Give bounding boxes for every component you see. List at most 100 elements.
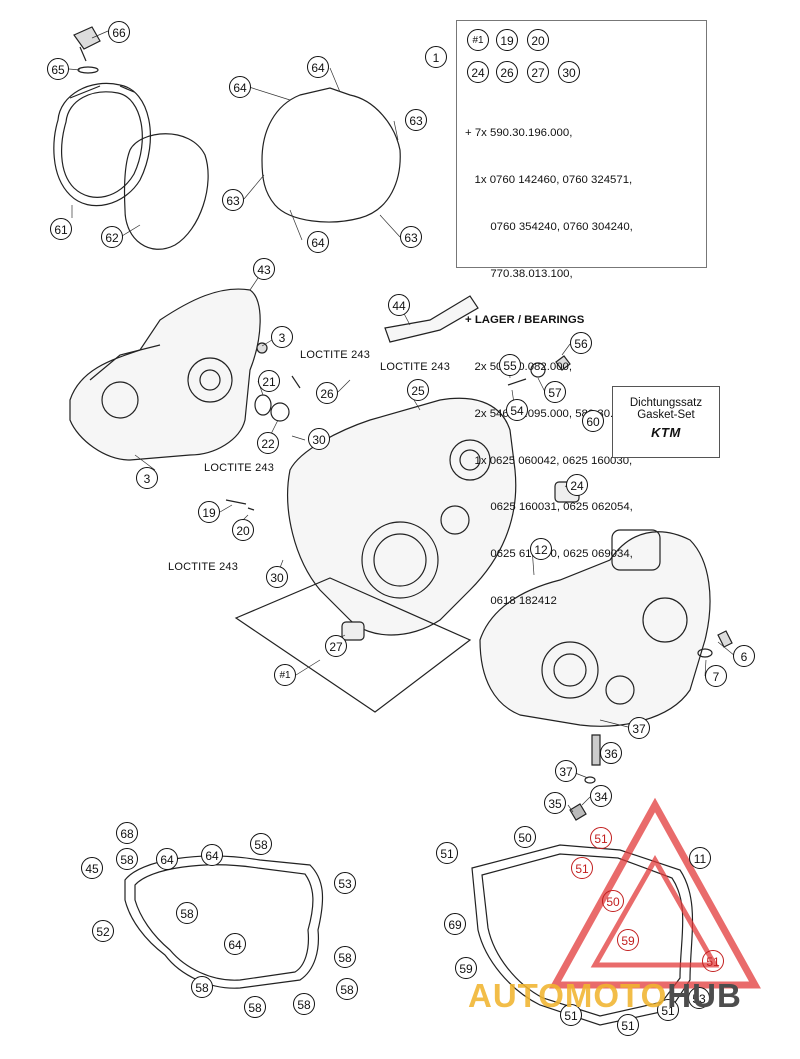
callout-60: 60 bbox=[582, 410, 604, 432]
callout-58: 58 bbox=[334, 946, 356, 968]
callout-57: 57 bbox=[544, 381, 566, 403]
callout-59: 59 bbox=[617, 929, 639, 951]
callout-51: 51 bbox=[657, 999, 679, 1021]
loctite-label: LOCTITE 243 bbox=[300, 349, 371, 361]
callout-27: 27 bbox=[325, 635, 347, 657]
watermark-logo: AUTOMOTOHUB bbox=[468, 977, 742, 1015]
callout-63: 63 bbox=[400, 226, 422, 248]
callout-12: 12 bbox=[530, 538, 552, 560]
kit-part-callout: #1 bbox=[467, 29, 489, 51]
callout-51: 51 bbox=[702, 950, 724, 972]
bearings-heading: + LAGER / BEARINGS bbox=[465, 314, 585, 327]
callout-66: 66 bbox=[108, 21, 130, 43]
ktm-logo: KTM bbox=[651, 425, 681, 440]
callout-22: 22 bbox=[257, 432, 279, 454]
callout-51: 51 bbox=[617, 1014, 639, 1036]
callout-3: 3 bbox=[136, 467, 158, 489]
part-line: 0760 354240, 0760 304240, bbox=[465, 220, 633, 233]
callout-64: 64 bbox=[224, 933, 246, 955]
callout-64: 64 bbox=[307, 231, 329, 253]
callout-37: 37 bbox=[555, 760, 577, 782]
callout-69: 69 bbox=[444, 913, 466, 935]
callout-64: 64 bbox=[229, 76, 251, 98]
callout-30: 30 bbox=[308, 428, 330, 450]
callout-21: 21 bbox=[258, 370, 280, 392]
callout-51: 51 bbox=[560, 1004, 582, 1026]
callout-64: 64 bbox=[307, 56, 329, 78]
part-line: 1x 0625 060042, 0625 160030, bbox=[465, 454, 633, 467]
callout-62: 62 bbox=[101, 226, 123, 248]
callout-26: 26 bbox=[316, 382, 338, 404]
gasket-set-label-de: Dichtungssatz bbox=[629, 397, 703, 409]
kit-part-callout: 30 bbox=[558, 61, 580, 83]
callout-20: 20 bbox=[232, 519, 254, 541]
part-line: 0625 618050, 0625 069034, bbox=[490, 548, 633, 561]
callout-51: 51 bbox=[571, 857, 593, 879]
gasket-set-box: Dichtungssatz Gasket-Set KTM bbox=[612, 386, 720, 458]
callout-36: 36 bbox=[600, 742, 622, 764]
kit-part-callout: 20 bbox=[527, 29, 549, 51]
callout-11: 11 bbox=[689, 847, 711, 869]
callout-7: 7 bbox=[705, 665, 727, 687]
callout-64: 64 bbox=[201, 844, 223, 866]
callout-63: 63 bbox=[405, 109, 427, 131]
callout-61: 61 bbox=[50, 218, 72, 240]
callout-58: 58 bbox=[244, 996, 266, 1018]
loctite-label: LOCTITE 243 bbox=[204, 462, 275, 474]
callout-58: 58 bbox=[293, 993, 315, 1015]
callout-54: 54 bbox=[506, 399, 528, 421]
callout-45: 45 bbox=[81, 857, 103, 879]
kit-part-callout: 26 bbox=[496, 61, 518, 83]
callout-37: 37 bbox=[628, 717, 650, 739]
ref-callout-1: 1 bbox=[425, 46, 447, 68]
callout-58: 58 bbox=[116, 848, 138, 870]
part-line: 770.38.013.100, bbox=[465, 267, 573, 280]
callout-hash-1: #1 bbox=[274, 664, 296, 686]
callout-58: 58 bbox=[250, 833, 272, 855]
callout-43: 43 bbox=[253, 258, 275, 280]
loctite-label: LOCTITE 243 bbox=[380, 361, 451, 373]
part-line: 1x 0760 142460, 0760 324571, bbox=[465, 173, 633, 186]
callout-65: 65 bbox=[47, 58, 69, 80]
callout-50: 50 bbox=[514, 826, 536, 848]
callout-3: 3 bbox=[271, 326, 293, 348]
callout-52: 52 bbox=[92, 920, 114, 942]
callout-44: 44 bbox=[388, 294, 410, 316]
part-line: 2x 503.30.082.000, bbox=[474, 361, 573, 374]
kit-part-callout: 24 bbox=[467, 61, 489, 83]
callout-30: 30 bbox=[266, 566, 288, 588]
callout-58: 58 bbox=[191, 976, 213, 998]
callout-68: 68 bbox=[116, 822, 138, 844]
callout-58: 58 bbox=[176, 902, 198, 924]
callout-25: 25 bbox=[407, 379, 429, 401]
callout-35: 35 bbox=[544, 792, 566, 814]
callout-56: 56 bbox=[570, 332, 592, 354]
kit-part-callout: 19 bbox=[496, 29, 518, 51]
callout-59: 59 bbox=[455, 957, 477, 979]
part-line: + 7x 590.30.196.000, bbox=[465, 127, 573, 140]
loctite-label: LOCTITE 243 bbox=[168, 561, 239, 573]
callout-63: 63 bbox=[222, 189, 244, 211]
callout-6: 6 bbox=[733, 645, 755, 667]
callout-51: 51 bbox=[590, 827, 612, 849]
part-line: 0618 182412 bbox=[465, 595, 557, 607]
callout-24: 24 bbox=[566, 474, 588, 496]
callout-55: 55 bbox=[499, 354, 521, 376]
callout-51: 51 bbox=[436, 842, 458, 864]
callout-64: 64 bbox=[156, 848, 178, 870]
gasket-set-label-en: Gasket-Set bbox=[637, 409, 695, 421]
part-number-list: + 7x 590.30.196.000, 1x 0760 142460, 076… bbox=[465, 95, 654, 641]
callout-34: 34 bbox=[590, 785, 612, 807]
callout-58: 58 bbox=[336, 978, 358, 1000]
part-line: 0625 160031, 0625 062054, bbox=[465, 501, 633, 514]
callout-50: 50 bbox=[602, 890, 624, 912]
callout-19: 19 bbox=[198, 501, 220, 523]
callout-53: 53 bbox=[688, 987, 710, 1009]
watermark-text-hub: HUB bbox=[667, 977, 742, 1014]
kit-info-box: 1 #1 19 20 24 26 27 30 + 7x 590.30.196.0… bbox=[425, 20, 707, 607]
watermark-text-auto: AUTOMOTO bbox=[468, 977, 668, 1014]
callout-53: 53 bbox=[334, 872, 356, 894]
kit-part-callout: 27 bbox=[527, 61, 549, 83]
